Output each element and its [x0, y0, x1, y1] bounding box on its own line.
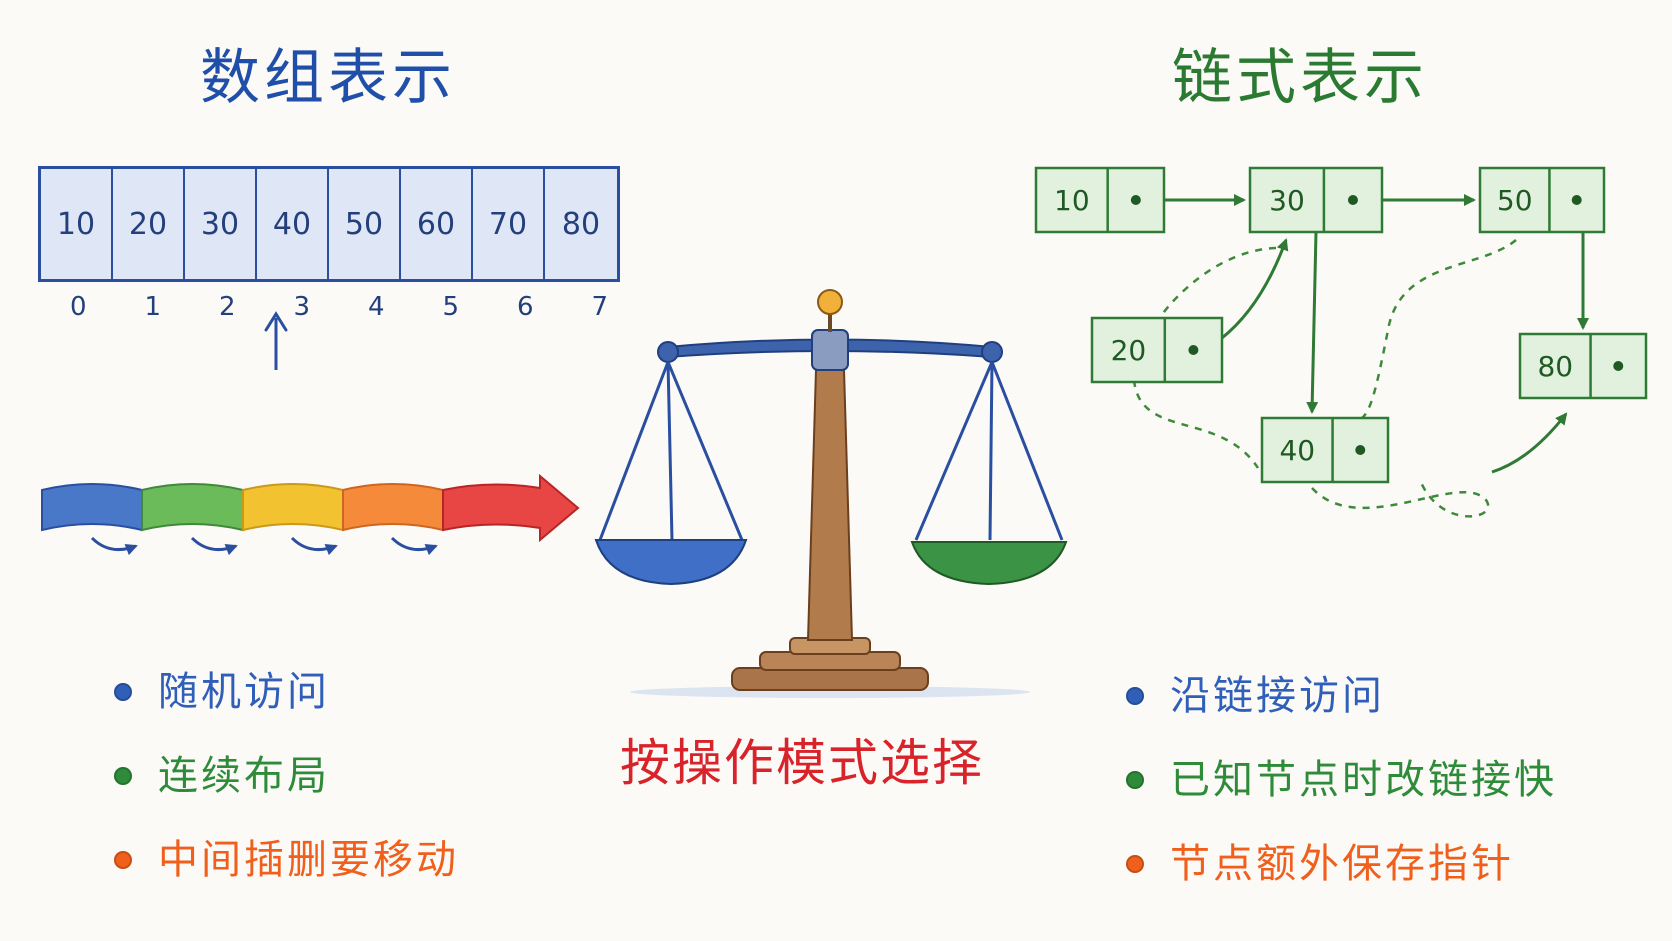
array-index-label: 2 — [218, 292, 236, 322]
pointer-dot-icon — [1355, 445, 1366, 455]
array-feature-list: 随机访问连续布局中间插删要移动 — [114, 650, 459, 902]
pointer-dot-icon — [1130, 195, 1141, 205]
node-value: 30 — [1269, 184, 1305, 217]
bullet-dot-icon — [114, 683, 132, 701]
linked-node-30: 30 — [1248, 166, 1384, 234]
feature-text: 沿链接访问 — [1170, 673, 1385, 719]
feature-item: 连续布局 — [114, 734, 459, 818]
feature-text: 随机访问 — [158, 669, 330, 715]
node-box — [1518, 332, 1648, 400]
link-arrow — [1491, 412, 1568, 474]
linked-feature-list: 沿链接访问已知节点时改链接快节点额外保存指针 — [1126, 654, 1557, 906]
array-cell: 70 — [473, 169, 545, 279]
balance-scale-illustration — [594, 289, 1068, 698]
linked-node-20: 20 — [1090, 316, 1224, 384]
verdict-text: 按操作模式选择 — [620, 734, 984, 792]
feature-item: 节点额外保存指针 — [1126, 822, 1557, 906]
linked-node-50: 50 — [1478, 166, 1606, 234]
array-index-label: 6 — [516, 292, 534, 322]
feature-text: 连续布局 — [158, 753, 330, 799]
bullet-dot-icon — [1126, 687, 1144, 705]
node-box — [1478, 166, 1606, 234]
linked-list-title: 链式表示 — [1172, 43, 1428, 113]
node-box — [1090, 316, 1224, 384]
feature-text: 已知节点时改链接快 — [1170, 757, 1557, 803]
sequential-flow-arrow — [41, 473, 580, 556]
pointer-dot-icon — [1571, 195, 1582, 205]
node-value: 10 — [1054, 184, 1090, 217]
array-index-label: 4 — [367, 292, 385, 322]
array-index-label: 5 — [442, 292, 460, 322]
pointer-dot-icon — [1347, 195, 1358, 205]
feature-text: 节点额外保存指针 — [1170, 841, 1514, 887]
array-cell: 50 — [329, 169, 401, 279]
link-arrow — [1306, 231, 1319, 414]
linked-node-40: 40 — [1260, 416, 1390, 484]
feature-item: 随机访问 — [114, 650, 459, 734]
linked-node-10: 10 — [1034, 166, 1166, 234]
array-cell: 40 — [257, 169, 329, 279]
node-value: 50 — [1497, 184, 1533, 217]
array-index-label: 3 — [293, 292, 311, 322]
node-box — [1260, 416, 1390, 484]
feature-item: 已知节点时改链接快 — [1126, 738, 1557, 822]
array-cell: 20 — [113, 169, 185, 279]
bullet-dot-icon — [114, 851, 132, 869]
array-cell: 30 — [185, 169, 257, 279]
array-index-label: 1 — [144, 292, 162, 322]
node-value: 80 — [1537, 350, 1573, 383]
decorative-dashed-links — [1132, 239, 1517, 518]
array-index-label: 7 — [591, 292, 609, 322]
linked-list-links — [1164, 194, 1589, 474]
node-box — [1248, 166, 1384, 234]
feature-text: 中间插删要移动 — [158, 837, 459, 883]
feature-item: 沿链接访问 — [1126, 654, 1557, 738]
pointer-dot-icon — [1188, 345, 1199, 355]
linked-list-nodes: 10 30 50 20 40 80 — [1034, 166, 1648, 484]
index-pointer-arrow — [264, 311, 288, 370]
array-cell: 10 — [41, 169, 113, 279]
feature-item: 中间插删要移动 — [114, 818, 459, 902]
node-value: 40 — [1279, 434, 1315, 467]
array-cell: 60 — [401, 169, 473, 279]
array-title: 数组表示 — [200, 43, 456, 113]
array-index-row: 0 1 2 3 4 5 6 7 — [41, 292, 637, 322]
node-box — [1034, 166, 1166, 234]
bullet-dot-icon — [1126, 771, 1144, 789]
pointer-dot-icon — [1613, 361, 1624, 371]
array-index-label: 0 — [69, 292, 87, 322]
linked-node-80: 80 — [1518, 332, 1648, 400]
link-arrow — [1221, 238, 1289, 340]
array-cell: 80 — [561, 206, 601, 242]
bullet-dot-icon — [114, 767, 132, 785]
bullet-dot-icon — [1126, 855, 1144, 873]
node-value: 20 — [1111, 334, 1147, 367]
